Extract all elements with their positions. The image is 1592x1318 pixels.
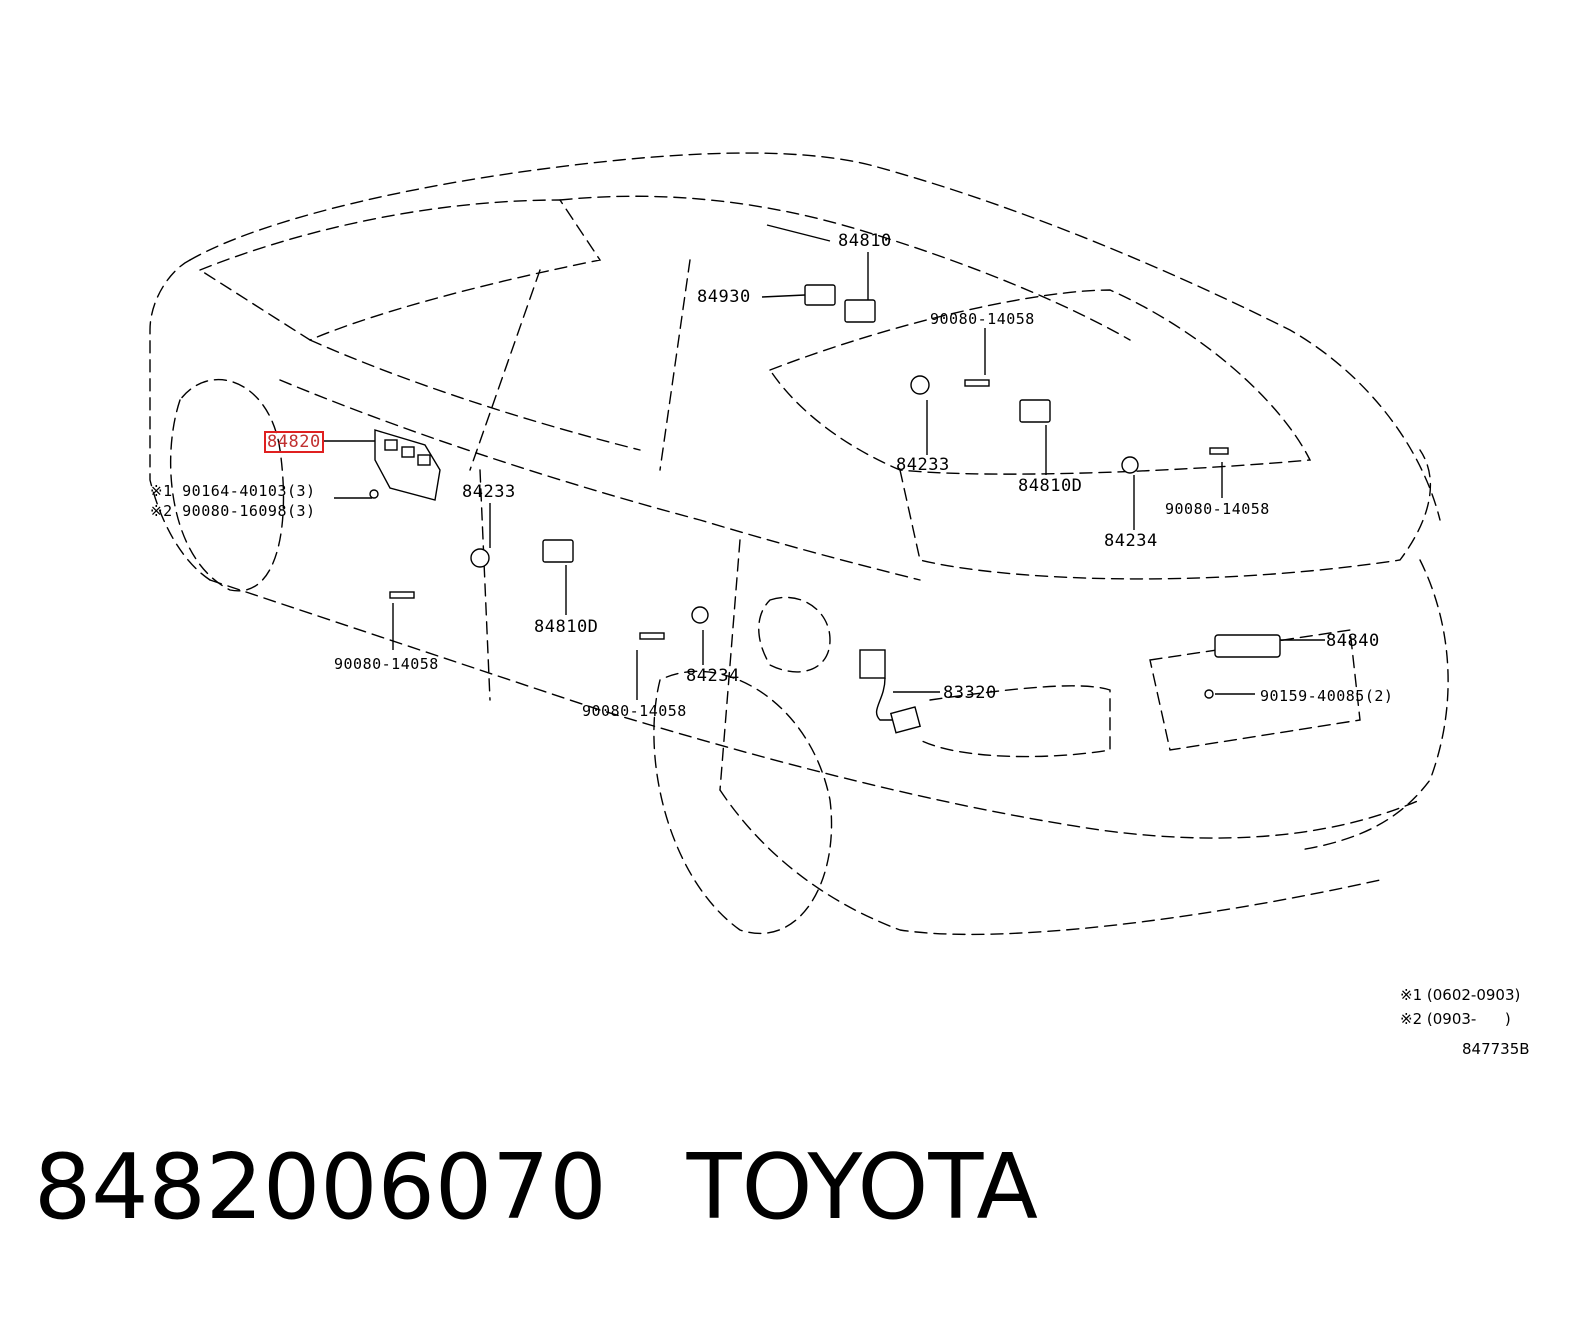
footer: 8482006070 TOYOTA <box>34 1138 1038 1238</box>
dash-line <box>309 339 641 451</box>
bolt-trunk <box>1209 447 1229 455</box>
callout-84810D-rear[interactable]: 84810D <box>1018 476 1083 496</box>
screw-90159 <box>1204 689 1214 699</box>
side-sill <box>209 579 1421 839</box>
callout-90080-14058-mid[interactable]: 90080-14058 <box>582 702 687 720</box>
brand-name: TOYOTA <box>686 1135 1038 1240</box>
callout-90164-40103[interactable]: ※1 90164-40103(3) <box>150 482 316 500</box>
rear-wheel <box>653 670 833 935</box>
connector-83320 <box>889 706 922 734</box>
callout-84234-front[interactable]: 84234 <box>686 666 740 686</box>
rear-bumper <box>1299 559 1449 851</box>
courtesy-switch-84234-rear <box>1121 456 1139 474</box>
bolt-front <box>389 591 415 599</box>
unlock-switch-83320 <box>859 649 886 679</box>
callout-90080-14058-rear[interactable]: 90080-14058 <box>930 310 1035 328</box>
fuel-door <box>758 596 831 673</box>
door-line-1 <box>479 469 491 701</box>
door-line-2 <box>719 539 741 791</box>
courtesy-switch-84233-front <box>470 548 490 568</box>
bolt-rear <box>964 379 990 387</box>
bolt-84234 <box>639 632 665 640</box>
switch-84930 <box>804 284 836 306</box>
rear-fender <box>719 789 1381 936</box>
note-1: ※1 (0602-0903) <box>1400 986 1521 1004</box>
roof-outline <box>189 152 1441 521</box>
callout-90080-16098[interactable]: ※2 90080-16098(3) <box>150 502 316 520</box>
b-pillar <box>659 259 691 471</box>
callout-84233-front[interactable]: 84233 <box>462 482 516 502</box>
leader-84930 <box>761 294 806 298</box>
a-pillar <box>469 269 541 471</box>
master-switch-part <box>374 429 441 501</box>
callout-90159-40085[interactable]: 90159-40085(2) <box>1260 687 1394 705</box>
callout-90080-14058-front[interactable]: 90080-14058 <box>334 655 439 673</box>
roof-rear <box>559 195 1131 341</box>
callout-84820[interactable]: 84820 <box>264 431 324 453</box>
rear-window <box>768 289 1312 475</box>
callout-84234-rear[interactable]: 84234 <box>1104 531 1158 551</box>
screw-90164 <box>369 489 379 499</box>
courtesy-switch-84233-rear <box>910 375 930 395</box>
callout-84840[interactable]: 84840 <box>1326 631 1380 651</box>
part-number: 8482006070 <box>34 1135 607 1240</box>
callout-84810D-front[interactable]: 84810D <box>534 617 599 637</box>
callout-84930[interactable]: 84930 <box>697 287 751 307</box>
switch-84810D-rear <box>1019 399 1051 423</box>
front-hood <box>149 259 211 581</box>
note-2: ※2 (0903- ) <box>1400 1010 1511 1028</box>
switch-84810D-front <box>542 539 574 563</box>
trunk-lid <box>899 449 1432 580</box>
callout-84233-rear[interactable]: 84233 <box>896 455 950 475</box>
callout-84810[interactable]: 84810 <box>838 231 892 251</box>
tail-lamp <box>919 685 1111 758</box>
body-side-upper <box>279 379 921 581</box>
diagram-code: 847735B <box>1462 1040 1530 1058</box>
callout-90080-14058-trunk[interactable]: 90080-14058 <box>1165 500 1270 518</box>
switch-84810 <box>844 299 876 323</box>
harness-83320 <box>875 677 895 721</box>
front-wheel <box>169 378 285 592</box>
leader-84810-a <box>766 224 831 242</box>
callout-83320[interactable]: 83320 <box>943 683 997 703</box>
trunk-switch-84840 <box>1214 634 1281 658</box>
courtesy-switch-84234-front <box>691 606 709 624</box>
